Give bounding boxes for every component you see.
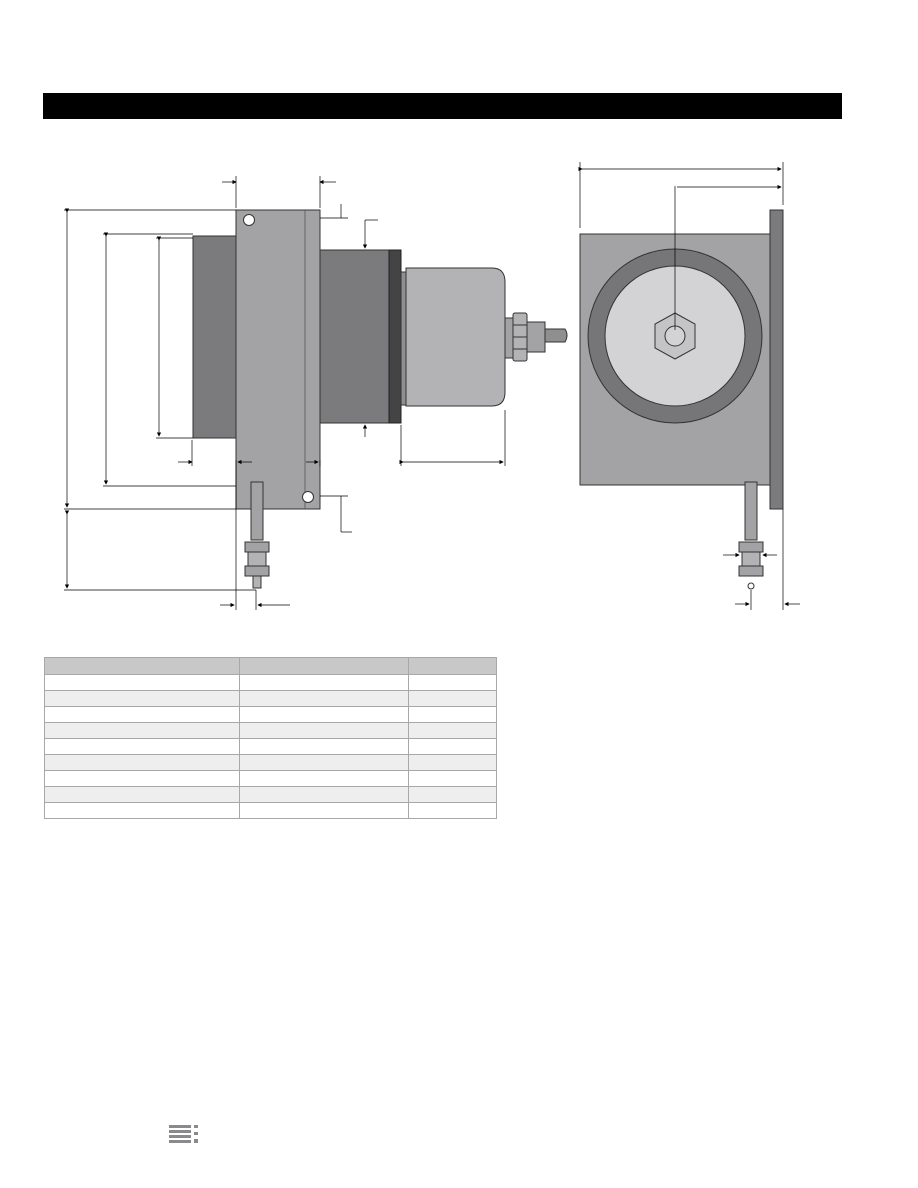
front-view — [578, 162, 800, 610]
encoder-cover — [405, 267, 506, 407]
table-cell — [44, 674, 240, 691]
table-cell — [408, 802, 497, 819]
table-cell — [408, 722, 497, 739]
main-body — [319, 249, 391, 424]
mounting-hole-bottom — [302, 491, 314, 503]
spec-table — [44, 657, 497, 819]
table-row — [44, 674, 497, 691]
table-cell — [408, 770, 497, 787]
rear-drum — [192, 235, 238, 439]
table-cell — [44, 738, 240, 755]
cable — [544, 328, 568, 343]
table-header-row — [44, 657, 497, 675]
title-bar — [43, 93, 842, 119]
table-cell — [408, 674, 497, 691]
table-cell — [239, 802, 409, 819]
table-cell — [239, 786, 409, 803]
table-cell — [239, 722, 409, 739]
table-cell — [408, 738, 497, 755]
table-cell — [44, 722, 240, 739]
table-row — [44, 786, 497, 803]
table-cell — [239, 754, 409, 771]
table-row — [44, 738, 497, 755]
side-view — [64, 176, 568, 610]
table-cell — [239, 674, 409, 691]
document-lines-icon — [169, 1125, 198, 1143]
table-row — [44, 802, 497, 819]
table-cell — [408, 706, 497, 723]
table-cell — [408, 754, 497, 771]
table-cell — [44, 770, 240, 787]
table-cell — [44, 802, 240, 819]
table-header-cell — [239, 657, 409, 675]
table-row — [44, 690, 497, 707]
mounting-hole-top — [243, 214, 255, 226]
table-cell — [44, 690, 240, 707]
table-row — [44, 770, 497, 787]
table-cell — [44, 706, 240, 723]
table-cell — [408, 690, 497, 707]
mounting-flange — [235, 209, 321, 510]
table-row — [44, 706, 497, 723]
table-header-cell — [408, 657, 497, 675]
table-row — [44, 754, 497, 771]
table-header-cell — [44, 657, 240, 675]
table-cell — [44, 786, 240, 803]
table-cell — [408, 786, 497, 803]
table-cell — [239, 770, 409, 787]
table-cell — [44, 754, 240, 771]
table-cell — [239, 690, 409, 707]
table-row — [44, 722, 497, 739]
table-cell — [239, 738, 409, 755]
table-cell — [239, 706, 409, 723]
front-flange — [769, 209, 784, 510]
